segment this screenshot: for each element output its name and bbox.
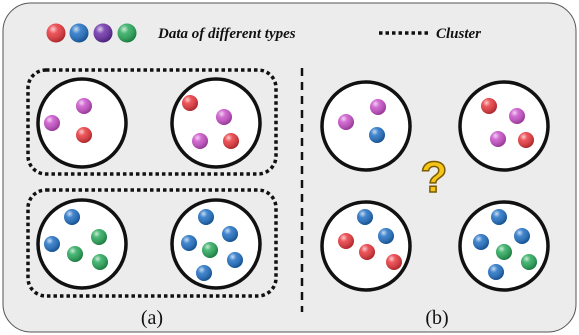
data-ball	[473, 234, 489, 250]
cluster-box-bottom	[26, 188, 278, 298]
data-ball	[357, 209, 373, 225]
group-circle	[170, 77, 262, 169]
panel-b-group-3	[320, 200, 412, 292]
legend-dot	[69, 23, 89, 43]
panel-a-groups	[36, 77, 262, 290]
legend-cluster-label: Cluster	[436, 26, 481, 42]
data-ball	[386, 254, 402, 270]
data-ball	[359, 244, 375, 260]
panel-a-group-1	[36, 77, 128, 169]
data-ball	[490, 131, 506, 147]
data-ball	[488, 264, 504, 280]
data-ball	[76, 98, 92, 114]
data-ball	[338, 114, 354, 130]
panel-b-group-2	[458, 80, 550, 172]
data-ball	[521, 254, 537, 270]
panel-a-group-4	[170, 198, 262, 290]
data-ball	[202, 242, 218, 258]
panel-a-group-2	[170, 77, 262, 169]
panel-b-groups	[320, 80, 550, 292]
legend-dot	[93, 23, 113, 43]
data-ball	[181, 235, 197, 251]
data-ball	[222, 226, 238, 242]
data-ball	[76, 127, 92, 143]
group-circle	[36, 77, 128, 169]
data-ball	[369, 127, 385, 143]
caption-a: (a)	[141, 307, 163, 329]
question-mark-icon: ?	[421, 153, 448, 202]
data-ball	[216, 109, 232, 125]
legend: Data of different types Cluster	[46, 23, 481, 43]
data-ball	[92, 254, 108, 270]
panel-b-group-4	[458, 200, 550, 292]
data-ball	[91, 229, 107, 245]
data-ball	[192, 133, 208, 149]
panel-b-group-1	[320, 80, 412, 172]
data-ball	[198, 209, 214, 225]
legend-dots	[46, 23, 137, 43]
group-circle	[320, 80, 412, 172]
data-ball	[496, 244, 512, 260]
data-ball	[182, 95, 198, 111]
data-ball	[196, 265, 212, 281]
data-ball	[64, 209, 80, 225]
data-ball	[44, 115, 60, 131]
legend-dot	[46, 23, 66, 43]
legend-data-label: Data of different types	[157, 26, 296, 42]
legend-dot	[117, 23, 137, 43]
data-ball	[378, 228, 394, 244]
panel-a-group-3	[36, 198, 128, 290]
data-ball	[44, 236, 60, 252]
data-ball	[338, 233, 354, 249]
data-ball	[509, 108, 525, 124]
data-ball	[514, 228, 530, 244]
data-ball	[67, 246, 83, 262]
caption-b: (b)	[425, 307, 448, 329]
data-ball	[481, 98, 497, 114]
cluster-box-top	[26, 68, 278, 176]
data-ball	[370, 99, 386, 115]
data-ball	[491, 209, 507, 225]
data-ball	[518, 132, 534, 148]
data-ball	[223, 133, 239, 149]
group-circle	[458, 80, 550, 172]
data-ball	[227, 252, 243, 268]
